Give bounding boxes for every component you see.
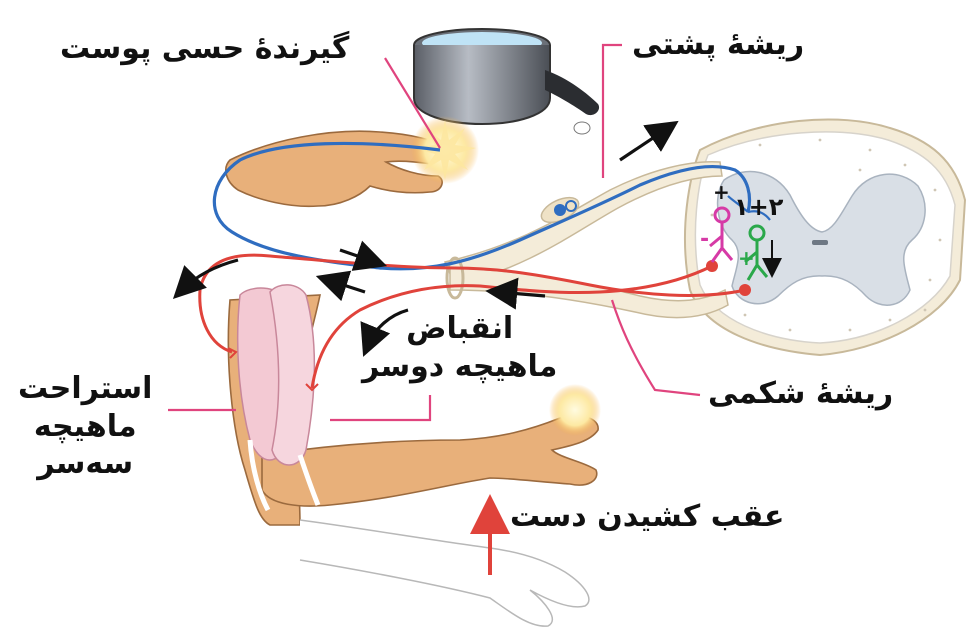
central-canal	[812, 240, 828, 245]
label-triceps-line-3: سه‌سر	[18, 445, 152, 483]
label-triceps-line-2: ماهیچه	[18, 408, 152, 446]
spinal-cord	[685, 119, 965, 355]
sign-sum: ۱+۲	[734, 192, 783, 222]
label-biceps-line-2: ماهیچه دوسر	[362, 348, 557, 386]
label-biceps-line-1: انقباض	[362, 310, 557, 348]
label-triceps-relaxation: استراحت ماهیچه سه‌سر	[18, 370, 152, 483]
sign-excitatory-green: +	[738, 246, 755, 271]
label-triceps-line-1: استراحت	[18, 370, 152, 408]
sign-inhibitory: -	[700, 226, 709, 254]
sensory-cell-body	[554, 204, 566, 216]
label-dorsal-root: ریشهٔ پشتی	[632, 26, 804, 64]
label-skin-receptor: گیرندهٔ حسی پوست	[60, 30, 349, 68]
hand-on-pot	[226, 116, 479, 206]
sign-excitatory-top: +	[713, 180, 730, 205]
label-hand-withdrawal: عقب کشیدن دست	[510, 498, 785, 536]
label-ventral-root: ریشهٔ شکمی	[708, 375, 893, 413]
label-biceps-contraction: انقباض ماهیچه دوسر	[362, 310, 557, 385]
